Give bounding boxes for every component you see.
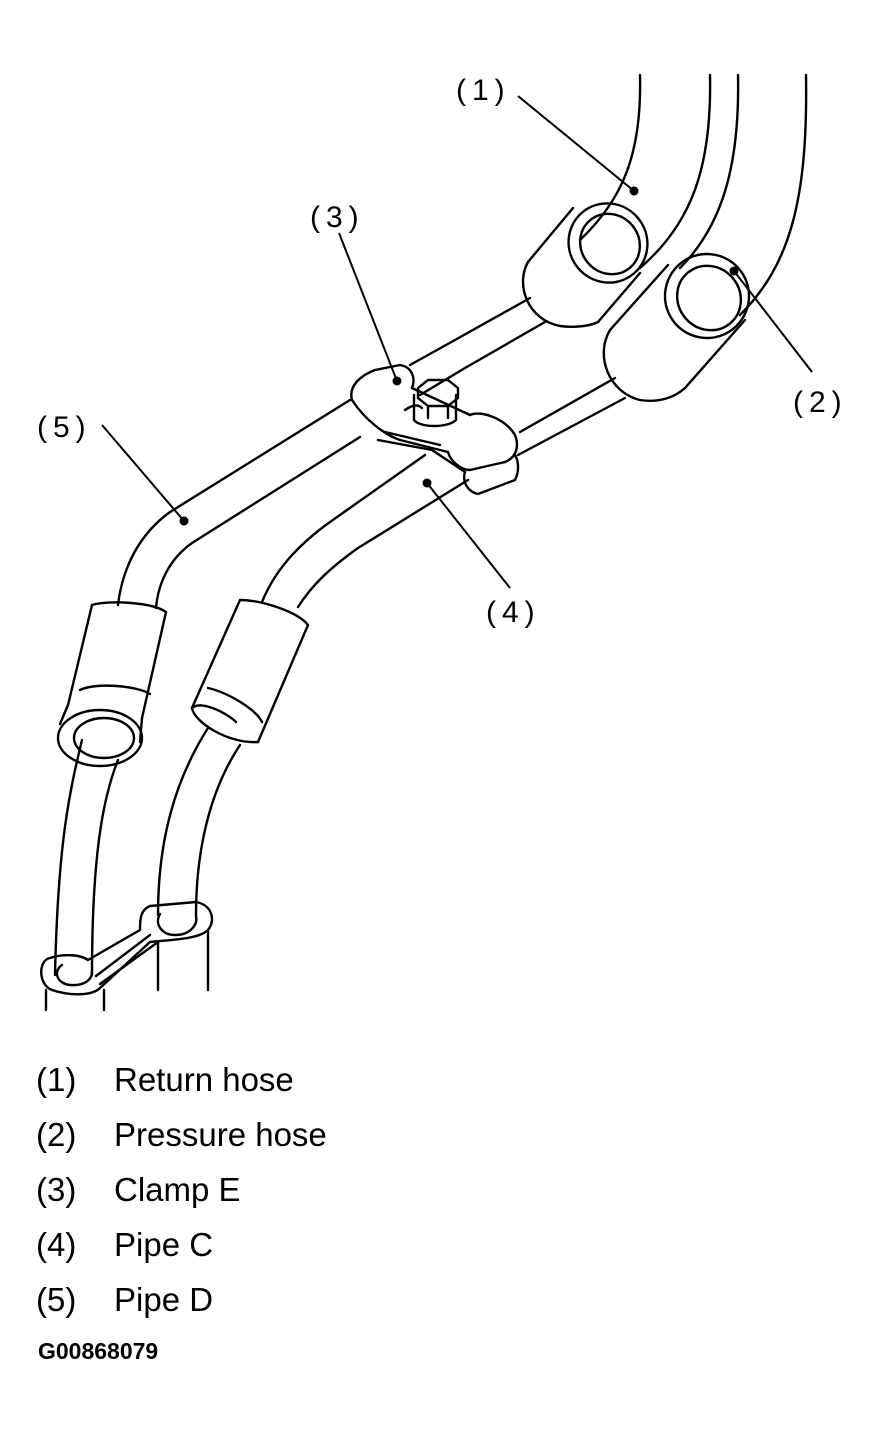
callout-label-1: (1) — [456, 74, 511, 107]
legend-item: (5) Pipe D — [36, 1272, 327, 1327]
leader-line-3 — [338, 232, 398, 382]
legend-item: (2) Pressure hose — [36, 1107, 327, 1162]
pipe-d-lower — [53, 738, 120, 977]
pressure-hose — [678, 73, 808, 317]
pipe-c — [260, 376, 627, 609]
leader-dot-1 — [629, 186, 639, 196]
legend-label: Pipe C — [114, 1226, 214, 1263]
parts-legend: (1) Return hose (2) Pressure hose (3) Cl… — [36, 1052, 327, 1327]
leader-line-2 — [733, 270, 813, 373]
figure-id: G00868079 — [38, 1338, 159, 1364]
pipe-c-fitting — [190, 598, 310, 744]
pipe-d — [116, 296, 547, 610]
leader-line-1 — [517, 95, 635, 192]
legend-number: (1) — [36, 1061, 77, 1098]
legend-item: (3) Clamp E — [36, 1162, 327, 1217]
legend-item: (4) Pipe C — [36, 1217, 327, 1272]
pipe-c-lower — [156, 726, 242, 917]
legend-label: Pressure hose — [114, 1116, 327, 1153]
legend-label: Clamp E — [114, 1171, 241, 1208]
legend-item: (1) Return hose — [36, 1052, 327, 1107]
callout-label-5: (5) — [37, 411, 92, 444]
leader-lines — [101, 95, 813, 589]
pipe-d-fitting — [56, 601, 168, 768]
pipe-bracket — [40, 900, 214, 1012]
pressure-hose-fitting — [602, 252, 751, 402]
legend-label: Return hose — [114, 1061, 294, 1098]
legend-number: (4) — [36, 1226, 77, 1263]
return-hose — [578, 73, 712, 270]
legend-number: (5) — [36, 1281, 77, 1318]
clamp-bolt — [412, 378, 460, 428]
return-hose-fitting — [521, 202, 649, 328]
leader-dot-5 — [179, 516, 189, 526]
leader-dot-4 — [422, 478, 432, 488]
legend-number: (2) — [36, 1116, 77, 1153]
leader-dot-2 — [729, 266, 739, 276]
clamp-e — [350, 363, 520, 496]
callout-label-2: (2) — [793, 386, 848, 419]
leader-line-5 — [101, 424, 185, 522]
legend-number: (3) — [36, 1171, 77, 1208]
legend-label: Pipe D — [114, 1281, 214, 1318]
callout-label-4: (4) — [486, 596, 541, 629]
hose-pipe-diagram: (1) (2) (3) (4) (5) — [37, 73, 848, 1012]
callout-label-3: (3) — [310, 201, 365, 234]
leader-line-4 — [426, 482, 511, 589]
leader-dot-3 — [392, 376, 402, 386]
